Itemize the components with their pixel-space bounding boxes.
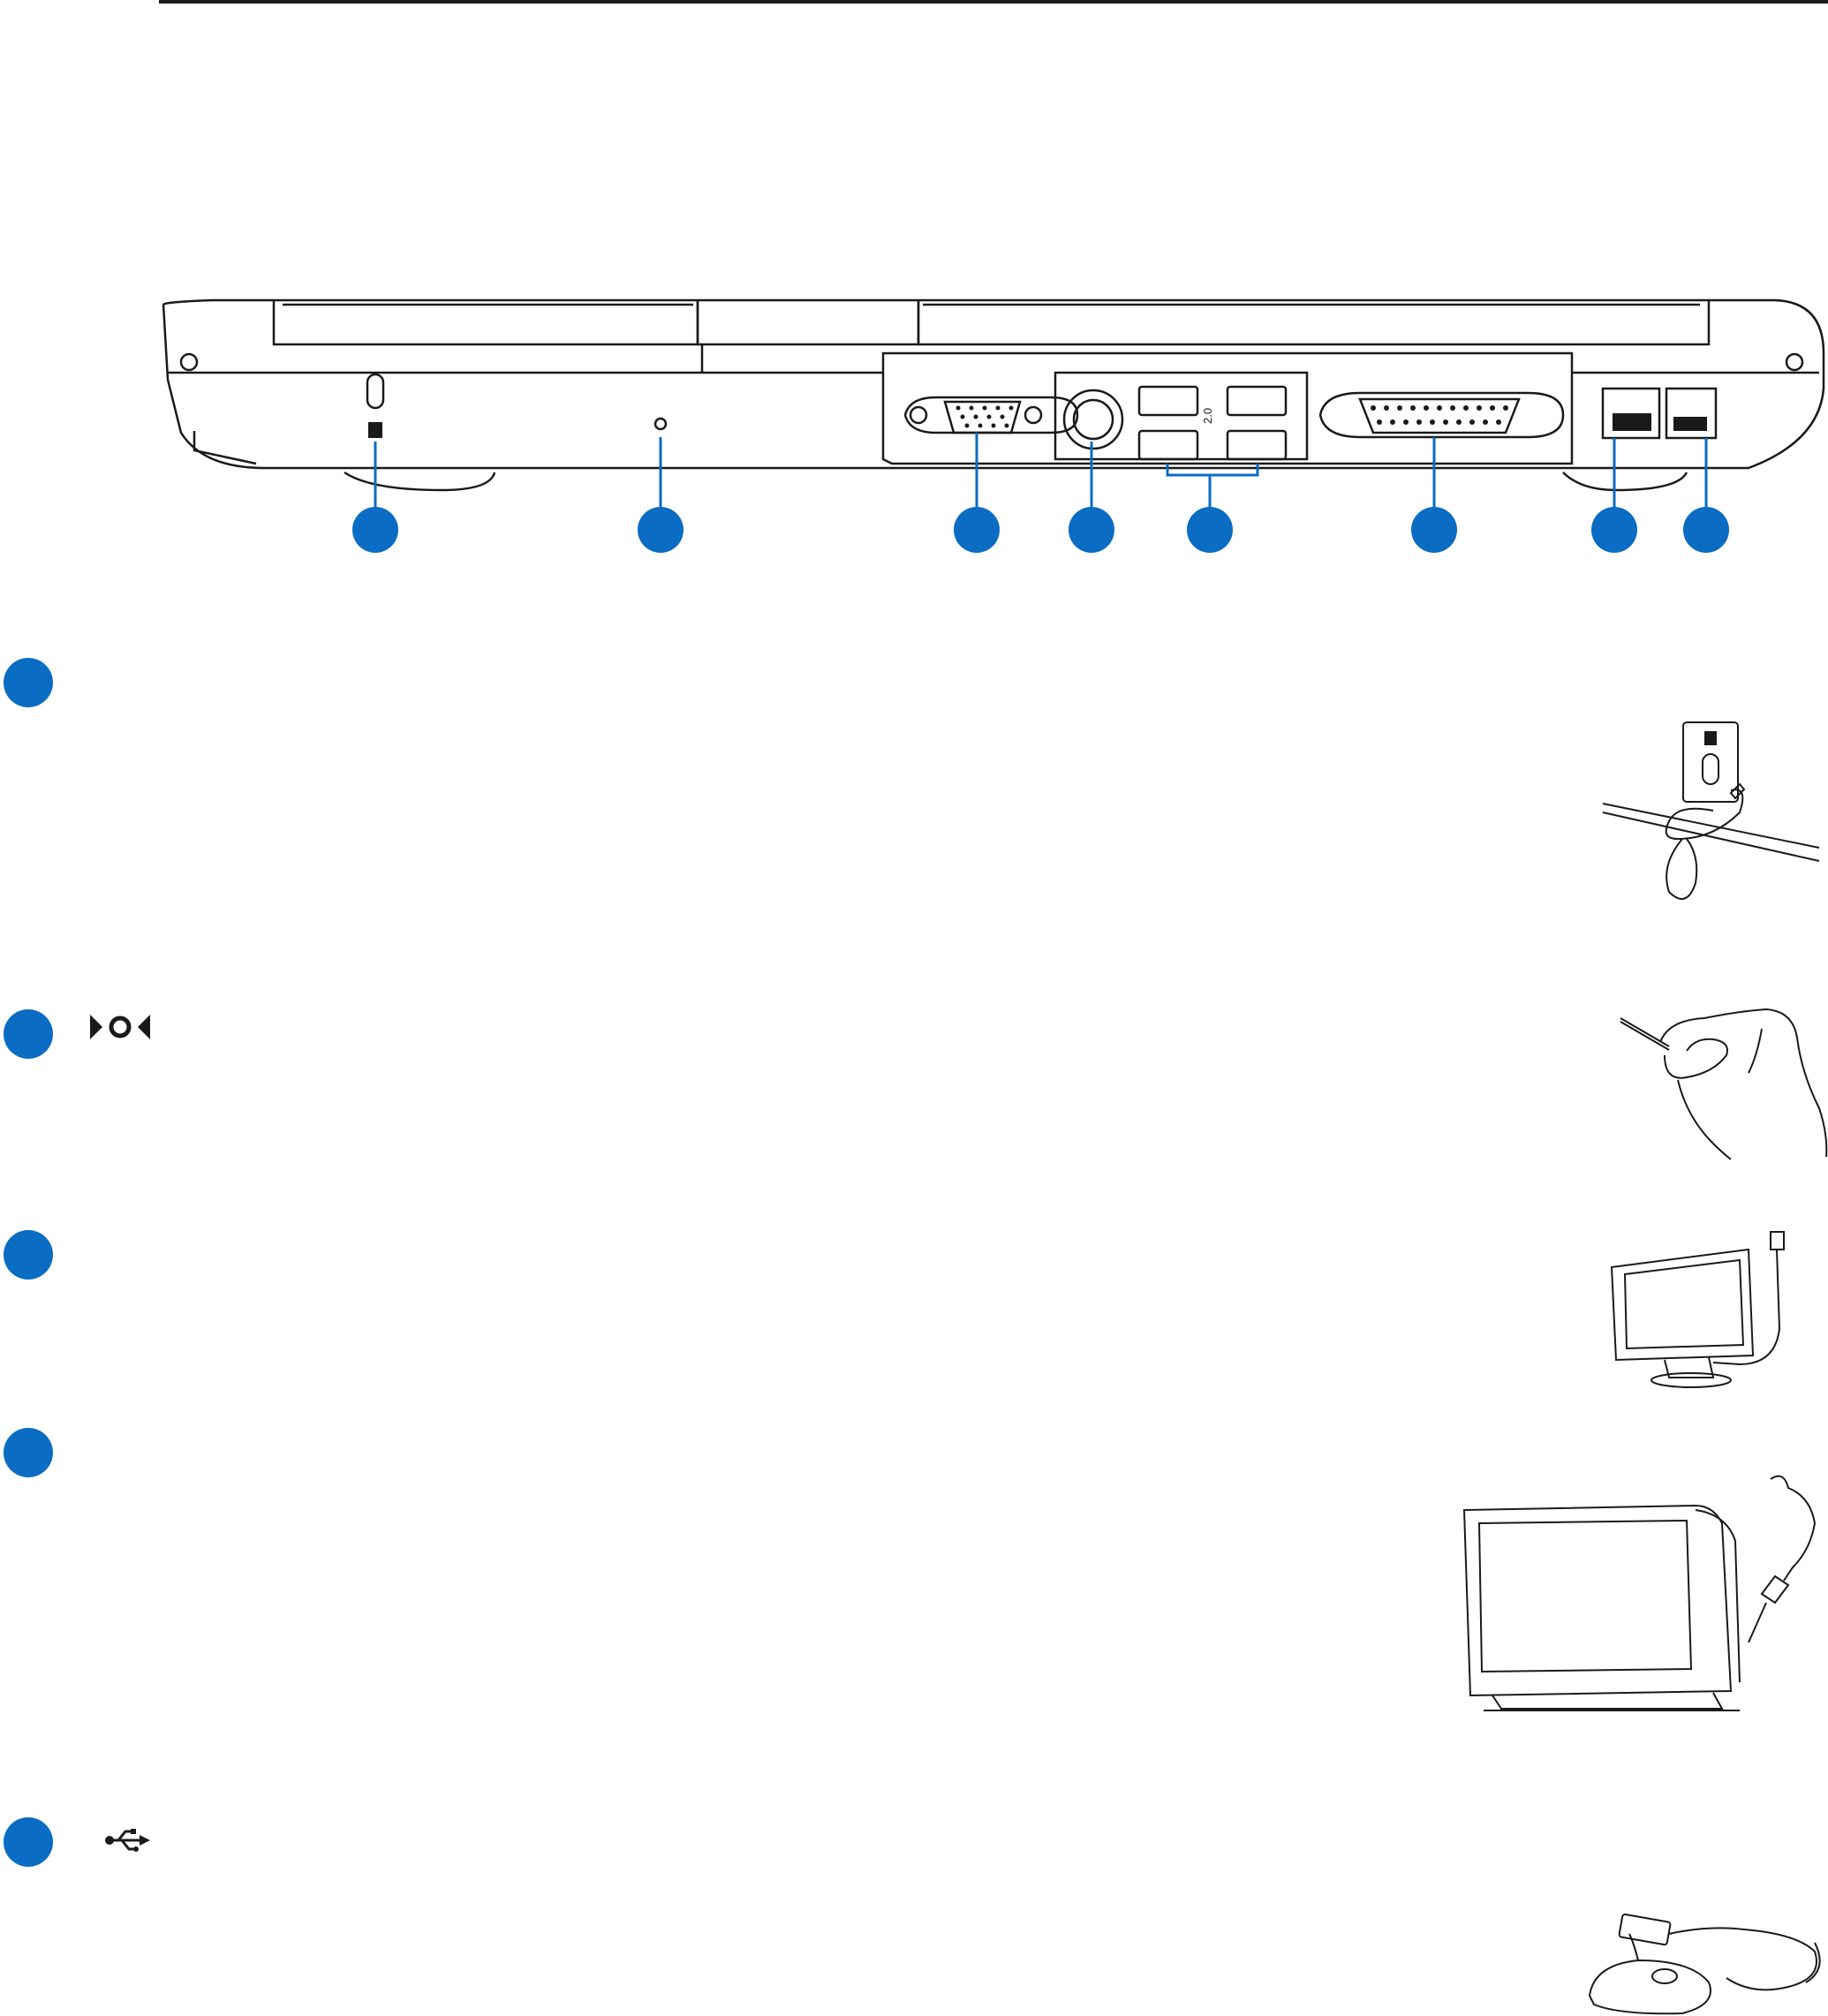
laptop-rear-view-figure: 2.0 (162, 298, 1825, 553)
pin-press-illustration (1620, 1008, 1828, 1160)
usb-icon (105, 1829, 150, 1852)
section-marker-4 (4, 1428, 53, 1477)
usb-mouse-illustration (1588, 1913, 1821, 2015)
usb-version-label: 2.0 (1201, 408, 1214, 424)
callout-4 (1069, 507, 1114, 553)
security-cable-illustration (1602, 721, 1820, 900)
section-marker-5 (4, 1817, 53, 1867)
lcd-monitor-illustration (1610, 1231, 1785, 1388)
section-marker-3 (4, 1230, 53, 1280)
crt-tv-illustration (1462, 1475, 1817, 1711)
callout-7 (1591, 507, 1637, 553)
callout-3 (954, 507, 1000, 553)
section-marker-1 (4, 658, 53, 707)
shutdown-icon (90, 1015, 150, 1039)
callout-8 (1683, 507, 1729, 553)
callout-2 (638, 507, 684, 553)
callout-6 (1411, 507, 1457, 553)
header-rule (159, 0, 1828, 4)
section-marker-2 (4, 1009, 53, 1059)
callout-1 (352, 507, 398, 553)
callout-5 (1187, 507, 1233, 553)
